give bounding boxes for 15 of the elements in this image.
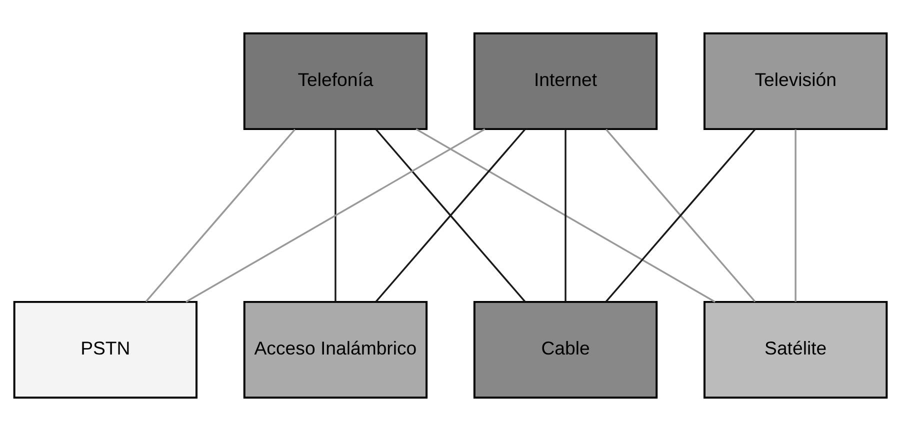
connector <box>564 128 566 302</box>
connector <box>604 128 756 302</box>
connector <box>374 128 526 302</box>
node-box: Telefonía <box>242 32 428 130</box>
node-box: Internet <box>472 32 658 130</box>
node-box: Cable <box>472 300 658 398</box>
connector <box>334 128 336 302</box>
connector <box>185 128 485 302</box>
connector <box>144 128 296 302</box>
node-box: Satélite <box>703 300 888 398</box>
connector <box>415 128 715 302</box>
node-box: PSTN <box>12 300 197 398</box>
node-box: Televisión <box>703 32 888 130</box>
connector <box>794 128 796 302</box>
node-box: Acceso Inalámbrico <box>242 300 428 398</box>
